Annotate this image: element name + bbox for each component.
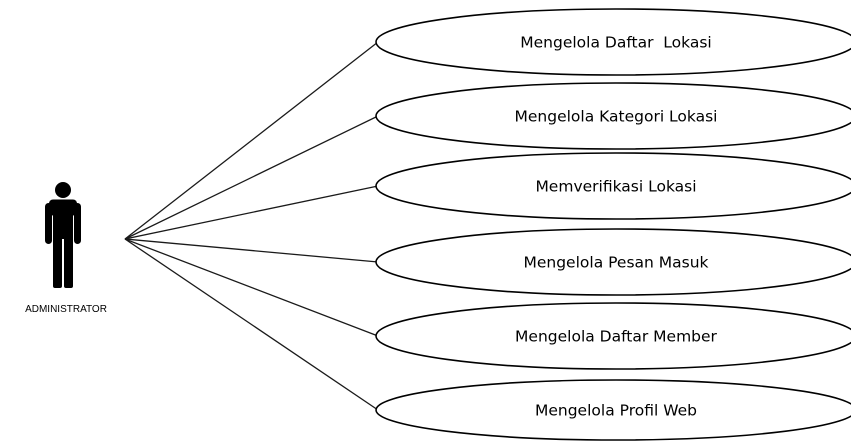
use-case-label: Mengelola Profil Web <box>535 402 697 420</box>
use-case-label: Mengelola Kategori Lokasi <box>515 108 718 126</box>
actor-label: ADMINISTRATOR <box>25 304 107 315</box>
actor: ADMINISTRATOR <box>25 182 107 315</box>
use-case: Mengelola Profil Web <box>375 379 851 441</box>
use-case-label: Mengelola Daftar Member <box>515 328 718 346</box>
use-case-label: Mengelola Pesan Masuk <box>523 254 708 272</box>
use-case-ellipse <box>375 8 851 76</box>
use-case-ellipse <box>375 379 851 441</box>
association-line <box>124 238 379 411</box>
use-case: Mengelola Kategori Lokasi <box>375 82 851 150</box>
use-case-label: Memverifikasi Lokasi <box>535 178 696 196</box>
use-case-ellipse <box>375 228 851 296</box>
use-case: Mengelola Pesan Masuk <box>375 228 851 296</box>
use-case-ellipse <box>375 82 851 150</box>
use-case-ellipse <box>375 152 851 220</box>
use-case-label: Mengelola Daftar Lokasi <box>520 34 711 52</box>
use-case-ellipse <box>375 302 851 370</box>
use-case: Mengelola Daftar Member <box>375 302 851 370</box>
association-line <box>124 115 379 240</box>
association-line <box>124 41 379 240</box>
use-case: Memverifikasi Lokasi <box>375 152 851 220</box>
association-line <box>124 238 379 337</box>
association-line <box>124 238 379 263</box>
stick-figure-actor-icon <box>45 182 81 288</box>
associations <box>124 41 379 411</box>
association-line <box>124 185 379 240</box>
use-case: Mengelola Daftar Lokasi <box>375 8 851 76</box>
